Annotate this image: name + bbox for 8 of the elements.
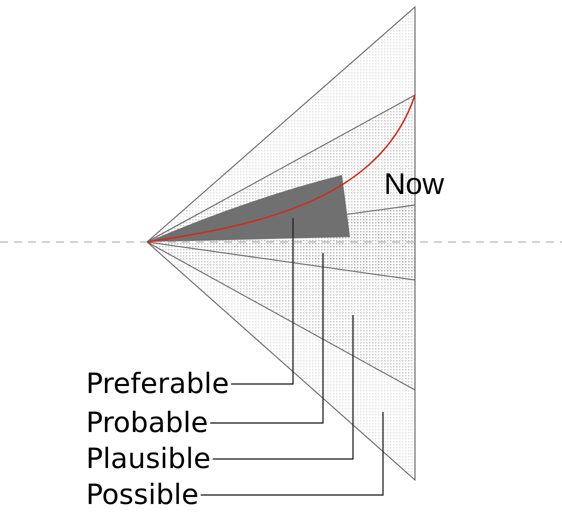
category-label: Preferable <box>86 367 230 401</box>
leader-line <box>210 253 324 424</box>
category-label: Plausible <box>86 442 211 476</box>
leader-line <box>200 412 384 496</box>
leader-line <box>212 315 354 460</box>
leader-line <box>231 218 294 385</box>
category-label: Probable <box>86 406 208 440</box>
category-label: Possible <box>86 478 199 512</box>
